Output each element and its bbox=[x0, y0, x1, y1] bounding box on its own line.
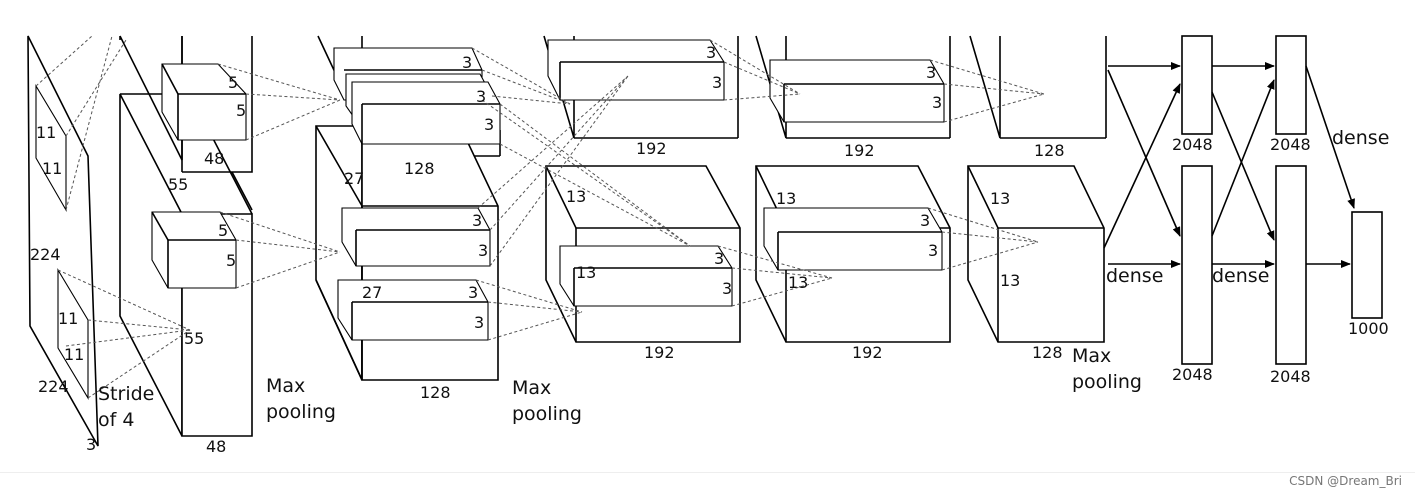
max-pooling-label: Max bbox=[512, 377, 551, 399]
alexnet-architecture-diagram: 224 224 3 11 11 11 11 Stride of 4 55 55 … bbox=[27, 35, 1389, 456]
kernel2-label: 5 bbox=[236, 101, 246, 120]
conv5-depth-label: 128 bbox=[1034, 141, 1065, 160]
kernel3-label: 3 bbox=[472, 211, 482, 230]
page-footer: CSDN @Dream_Bri bbox=[0, 472, 1415, 494]
kernel5-label: 3 bbox=[926, 63, 936, 82]
dense2-size-label: 2048 bbox=[1270, 367, 1311, 386]
input-height-label: 224 bbox=[30, 245, 61, 264]
kernel5-label: 3 bbox=[920, 211, 930, 230]
max-pooling-label: Max bbox=[1072, 345, 1111, 367]
kernel1-label: 11 bbox=[36, 123, 56, 142]
diagram-labels: 224 224 3 11 11 11 11 Stride of 4 55 55 … bbox=[30, 43, 1389, 456]
dense-label: dense bbox=[1212, 265, 1269, 287]
conv5-block bbox=[967, 35, 1107, 343]
conv1-size-label: 55 bbox=[184, 329, 204, 348]
kernel3-label: 3 bbox=[484, 115, 494, 134]
conv2-size-label: 27 bbox=[344, 169, 364, 188]
kernel4-label: 3 bbox=[714, 249, 724, 268]
kernel1-label: 11 bbox=[42, 159, 62, 178]
conv4-block bbox=[755, 35, 951, 343]
dense-label: dense bbox=[1332, 127, 1389, 149]
conv4-depth-label: 192 bbox=[844, 141, 875, 160]
input-image-block bbox=[27, 35, 99, 447]
kernel4-label: 3 bbox=[712, 73, 722, 92]
dense-layers bbox=[1181, 35, 1383, 365]
kernel3-label: 3 bbox=[468, 283, 478, 302]
dense-label: dense bbox=[1106, 265, 1163, 287]
conv4-size-label: 13 bbox=[788, 273, 808, 292]
conv4-depth-label: 192 bbox=[852, 343, 883, 362]
conv4-size-label: 13 bbox=[776, 189, 796, 208]
conv2-depth-label: 128 bbox=[420, 383, 451, 402]
output-size-label: 1000 bbox=[1348, 319, 1389, 338]
conv1-depth-label: 48 bbox=[204, 149, 224, 168]
conv2-block bbox=[315, 35, 501, 381]
conv5-size-label: 13 bbox=[990, 189, 1010, 208]
max-pooling-label: pooling bbox=[512, 403, 582, 425]
conv5-depth-label: 128 bbox=[1032, 343, 1063, 362]
connection-arrows bbox=[1103, 62, 1355, 268]
kernel4-label: 3 bbox=[706, 43, 716, 62]
kernel1-label: 11 bbox=[58, 309, 78, 328]
receptive-field-lines bbox=[35, 35, 1045, 399]
kernel3-label: 3 bbox=[478, 241, 488, 260]
kernel3-label: 3 bbox=[476, 87, 486, 106]
watermark-text: CSDN @Dream_Bri bbox=[1289, 474, 1402, 488]
kernel2-label: 5 bbox=[226, 251, 236, 270]
conv1-size-label: 55 bbox=[168, 175, 188, 194]
conv3-size-label: 13 bbox=[576, 263, 596, 282]
kernel3-label: 3 bbox=[474, 313, 484, 332]
conv3-size-label: 13 bbox=[566, 187, 586, 206]
kernel4-label: 3 bbox=[722, 279, 732, 298]
input-depth-label: 3 bbox=[86, 435, 96, 454]
kernel5-label: 3 bbox=[928, 241, 938, 260]
dense1-size-label: 2048 bbox=[1172, 135, 1213, 154]
kernel5-label: 3 bbox=[932, 93, 942, 112]
kernel2-label: 5 bbox=[218, 221, 228, 240]
max-pooling-label: Max bbox=[266, 375, 305, 397]
dense2-size-label: 2048 bbox=[1270, 135, 1311, 154]
conv3-block bbox=[543, 35, 741, 343]
conv1-block bbox=[119, 35, 253, 437]
kernel3-label: 3 bbox=[462, 53, 472, 72]
conv1-depth-label: 48 bbox=[206, 437, 226, 456]
conv3-depth-label: 192 bbox=[636, 139, 667, 158]
stride-label: Stride bbox=[98, 383, 154, 405]
conv2-depth-label: 128 bbox=[404, 159, 435, 178]
input-width-label: 224 bbox=[38, 377, 69, 396]
conv2-size-label: 27 bbox=[362, 283, 382, 302]
kernel2-label: 5 bbox=[228, 73, 238, 92]
dense1-size-label: 2048 bbox=[1172, 365, 1213, 384]
kernel1-label: 11 bbox=[64, 345, 84, 364]
conv5-size-label: 13 bbox=[1000, 271, 1020, 290]
max-pooling-label: pooling bbox=[1072, 371, 1142, 393]
max-pooling-label: pooling bbox=[266, 401, 336, 423]
footer-svg: CSDN @Dream_Bri bbox=[1289, 474, 1402, 488]
stride-label: of 4 bbox=[98, 409, 134, 431]
conv3-depth-label: 192 bbox=[644, 343, 675, 362]
